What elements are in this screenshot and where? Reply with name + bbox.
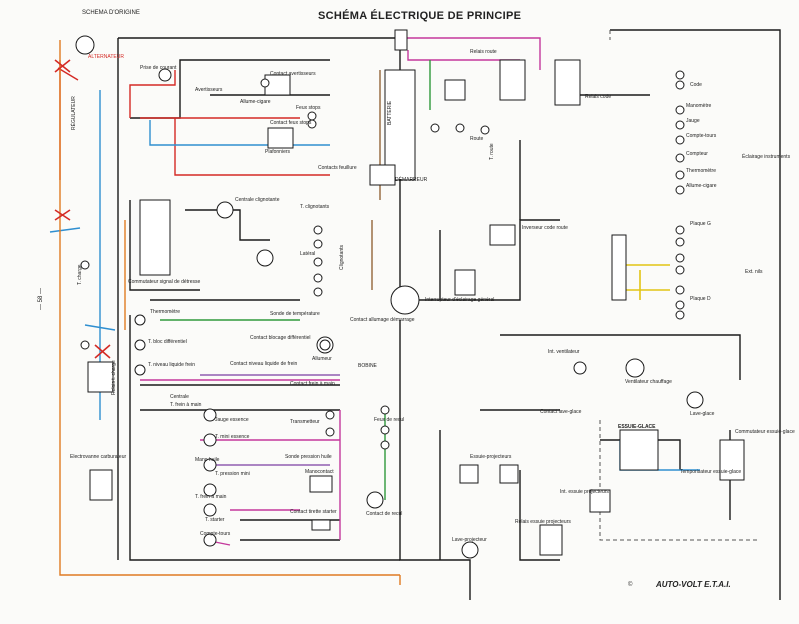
label-avertisseurs: Avertisseurs bbox=[195, 87, 223, 93]
label-t-charge: T. charge bbox=[77, 264, 83, 285]
label-essuie-projecteurs: Essuie-projecteurs bbox=[470, 454, 512, 460]
components bbox=[87, 29, 745, 556]
origin-label: SCHEMA D'ORIGINE bbox=[82, 10, 140, 16]
label-contact-blocage: Contact blocage différentiel bbox=[250, 335, 311, 341]
label-regulateur: RÉGULATEUR bbox=[71, 96, 77, 130]
label-t-mini-essence: T. mini essence bbox=[215, 434, 250, 440]
label-code: Code bbox=[690, 82, 702, 88]
green-wires bbox=[160, 60, 431, 500]
label-allume-cigare: Allume-cigare bbox=[240, 99, 271, 105]
label-inverseur: Inverseur code route bbox=[522, 225, 568, 231]
label-plaque-d: Plaque D bbox=[690, 296, 711, 302]
label-int-essuie-proj: Int. essuie projecteurs bbox=[560, 489, 609, 495]
label-t-pression: T. pression mini bbox=[215, 471, 250, 477]
label-int-ventilateur: Int. ventilateur bbox=[548, 349, 580, 355]
purple-wires bbox=[200, 374, 340, 466]
yellow-wires bbox=[625, 264, 670, 300]
label-allume-cigare-2: Allume-cigare bbox=[686, 183, 717, 189]
label-plaque-g: Plaque G bbox=[690, 221, 711, 227]
label-feux-stops: Feux stops bbox=[296, 105, 321, 111]
label-electrovanne: Electrovanne carburateur bbox=[70, 454, 127, 460]
label-sonde-pression: Sonde pression huile bbox=[285, 454, 332, 460]
label-contact-niveau: Contact niveau liquide de frein bbox=[230, 361, 298, 367]
label-contact-lave-glace: Contact lave-glace bbox=[540, 409, 582, 415]
label-feux-recul: Feux de recul bbox=[374, 417, 405, 423]
label-relais-charge: Relais t. charge bbox=[111, 360, 117, 395]
label-plafonniers: Plafonniers bbox=[265, 149, 291, 155]
label-centrale-clignotante: Centrale clignotante bbox=[235, 197, 280, 203]
label-t-starter: T. starter bbox=[205, 517, 225, 523]
label-t-niveau: T. niveau liquide frein bbox=[148, 362, 195, 368]
label-prise-courant: Prise de courant bbox=[140, 65, 177, 71]
label-batterie: BATTERIE bbox=[387, 100, 393, 125]
label-lave-glace: Lave-glace bbox=[690, 411, 715, 417]
label-manometre: Manomètre bbox=[686, 103, 712, 109]
label-contact-feux-stops: Contact feux stops bbox=[270, 120, 312, 126]
label-lave-projecteur: Lave-projecteur bbox=[452, 537, 487, 543]
label-contact-tirette: Contact tirette starter bbox=[290, 509, 337, 515]
label-contact-recul: Contact de recul bbox=[366, 511, 403, 517]
label-centrale: Centrale bbox=[170, 394, 189, 400]
label-lateral: Latéral bbox=[300, 251, 316, 257]
label-thermometre-2: Thermomètre bbox=[150, 309, 181, 315]
label-clignotants: Clignotants bbox=[339, 244, 345, 270]
label-transmetteur: Transmetteur bbox=[290, 419, 320, 425]
label-allumeur: Allumeur bbox=[312, 356, 332, 362]
page-title: SCHÉMA ÉLECTRIQUE DE PRINCIPE bbox=[318, 10, 522, 22]
label-compteur: Compteur bbox=[686, 151, 708, 157]
strike-marks bbox=[54, 59, 111, 359]
label-commutateur-essuie: Commutateur essuie-glace bbox=[735, 429, 795, 435]
label-relais-route: Relais route bbox=[470, 49, 497, 55]
label-eclairage-instruments: Éclairage instruments bbox=[742, 154, 791, 160]
lamps bbox=[75, 35, 704, 559]
label-t-frein: T. frein à main bbox=[170, 402, 202, 408]
label-manocontact: Manocontact bbox=[305, 469, 334, 475]
label-sonde-temperature: Sonde de température bbox=[270, 311, 320, 317]
copyright-mark: © bbox=[628, 582, 633, 588]
label-route: Route bbox=[470, 136, 484, 142]
label-demarreur: DÉMARREUR bbox=[395, 177, 428, 183]
label-mano-huile: Mano huile bbox=[195, 457, 220, 463]
label-t-clignotants: T. clignotants bbox=[300, 204, 330, 210]
page-number: — 58 — bbox=[38, 287, 44, 310]
label-interrupteur: Interrupteur d'éclairage général bbox=[425, 297, 495, 303]
label-alternateur: ALTERNATEUR bbox=[88, 54, 124, 60]
label-jauge: Jauge bbox=[686, 118, 700, 124]
label-bobine: BOBINE bbox=[358, 363, 377, 369]
label-ventilateur: Ventilateur chauffage bbox=[625, 379, 672, 385]
label-t-frein-main: T. frein à main bbox=[195, 494, 227, 500]
label-temporisateur: Temporisateur essuie-glace bbox=[680, 469, 742, 475]
brand-label: AUTO-VOLT E.T.A.I. bbox=[656, 580, 731, 589]
label-essuie-glace: ESSUIE-GLACE bbox=[618, 424, 656, 430]
orange-wires bbox=[59, 40, 401, 585]
label-t-bloc-diff: T. bloc différentiel bbox=[148, 339, 187, 345]
label-contact-avertisseurs: Contact avertisseurs bbox=[270, 71, 316, 77]
label-commodo: Commutateur signal de détresse bbox=[128, 279, 201, 285]
label-ext-nils: Ext. nils bbox=[745, 269, 763, 275]
label-relais-code: Relais code bbox=[585, 94, 612, 100]
label-contacts-feuillure: Contacts feuillure bbox=[318, 165, 357, 171]
label-relais-essuie-proj: Relais essuie projecteurs bbox=[515, 519, 571, 525]
label-compte-tours: Compte-tours bbox=[686, 133, 717, 139]
label-thermometre: Thermomètre bbox=[686, 168, 717, 174]
label-t-route: T. route bbox=[489, 143, 495, 160]
label-jauge-essence: Jauge essence bbox=[215, 417, 249, 423]
label-compte-tours-2: Compte-tours bbox=[200, 531, 231, 537]
label-contact-frein: Contact frein à main bbox=[290, 381, 335, 387]
label-contact-allumage: Contact allumage démarrage bbox=[350, 317, 415, 323]
magenta-wires bbox=[140, 37, 541, 546]
